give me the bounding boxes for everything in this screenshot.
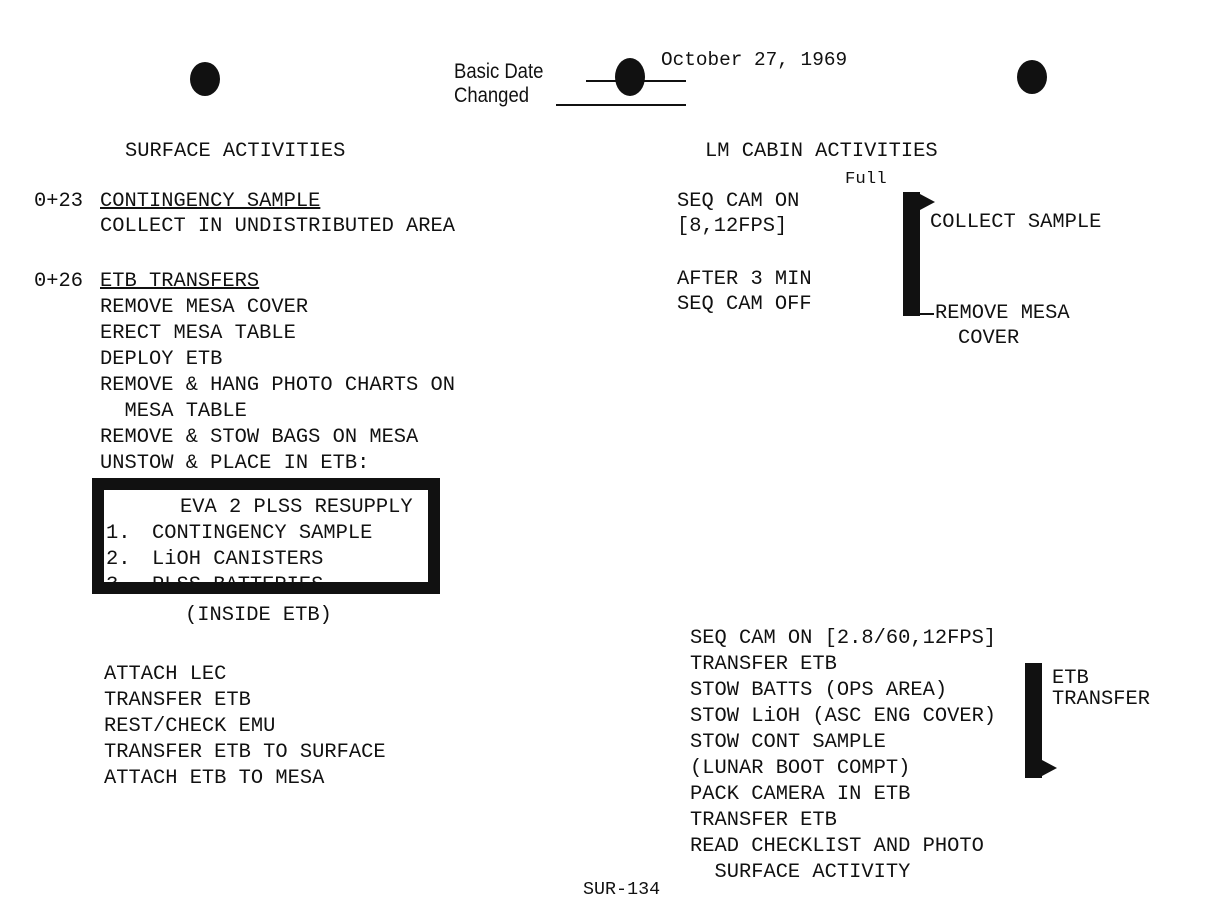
basic-date-label: Basic Date <box>454 60 544 83</box>
after-line: ATTACH ETB TO MESA <box>104 767 325 790</box>
step-line: ERECT MESA TABLE <box>100 322 296 345</box>
box-item-num: 3. <box>106 574 131 597</box>
lm-line: AFTER 3 MIN <box>677 268 812 291</box>
lm-line: STOW CONT SAMPLE <box>690 731 886 754</box>
after-line: REST/CHECK EMU <box>104 715 276 738</box>
step-line: MESA TABLE <box>100 400 247 423</box>
step-line: REMOVE & STOW BAGS ON MESA <box>100 426 419 449</box>
lm-line: SEQ CAM OFF <box>677 293 812 316</box>
step-line: DEPLOY ETB <box>100 348 223 371</box>
lm-line: STOW LiOH (ASC ENG COVER) <box>690 705 997 728</box>
page-number: SUR-134 <box>583 880 661 900</box>
step-time: 0+23 <box>34 190 83 213</box>
changed-line <box>556 104 686 106</box>
after-line: TRANSFER ETB <box>104 689 251 712</box>
box-item-num: 2. <box>106 548 131 571</box>
box-item-num: 1. <box>106 522 131 545</box>
bracket-label: COLLECT SAMPLE <box>930 211 1102 234</box>
flag-icon <box>920 194 935 210</box>
lm-line: SURFACE ACTIVITY <box>690 861 911 884</box>
surface-title: SURFACE ACTIVITIES <box>125 140 346 163</box>
step-line: COLLECT IN UNDISTRIBUTED AREA <box>100 215 456 238</box>
resupply-box <box>92 478 440 594</box>
changed-label: Changed <box>454 84 530 107</box>
box-item: CONTINGENCY SAMPLE <box>152 522 373 545</box>
bracket-label: ETB <box>1052 667 1089 690</box>
step-time: 0+26 <box>34 270 83 293</box>
seal-icon <box>1017 60 1047 94</box>
bracket-label: COVER <box>958 327 1020 350</box>
seal-icon <box>190 62 220 96</box>
step-title: ETB TRANSFERS <box>100 270 260 293</box>
lm-line: TRANSFER ETB <box>690 809 837 832</box>
step-line: REMOVE MESA COVER <box>100 296 309 319</box>
basic-date-value: October 27, 1969 <box>661 49 848 71</box>
after-line: ATTACH LEC <box>104 663 227 686</box>
lm-line: TRANSFER ETB <box>690 653 837 676</box>
step-line: REMOVE & HANG PHOTO CHARTS ON <box>100 374 456 397</box>
step-line: UNSTOW & PLACE IN ETB: <box>100 452 370 475</box>
bracket-bar <box>1025 663 1042 778</box>
flag-icon <box>1042 760 1057 776</box>
lm-line: SEQ CAM ON <box>677 190 800 213</box>
lm-title: LM CABIN ACTIVITIES <box>705 140 938 163</box>
lm-line: STOW BATTS (OPS AREA) <box>690 679 948 702</box>
box-item: LiOH CANISTERS <box>152 548 324 571</box>
lm-line: PACK CAMERA IN ETB <box>690 783 911 806</box>
box-note: (INSIDE ETB) <box>185 604 332 627</box>
lm-line: SEQ CAM ON [2.8/60,12FPS] <box>690 627 997 650</box>
full-label: Full <box>845 170 887 189</box>
bracket-label: TRANSFER <box>1052 688 1150 711</box>
box-title: EVA 2 PLSS RESUPPLY <box>180 496 413 519</box>
lm-line: READ CHECKLIST AND PHOTO <box>690 835 984 858</box>
bracket-tick <box>920 313 934 315</box>
seal-icon <box>615 58 645 96</box>
lm-line: [8,12FPS] <box>677 215 788 238</box>
after-line: TRANSFER ETB TO SURFACE <box>104 741 386 764</box>
step-title: CONTINGENCY SAMPLE <box>100 190 321 213</box>
bracket-bar <box>903 192 920 316</box>
lm-line: (LUNAR BOOT COMPT) <box>690 757 911 780</box>
bracket-label: REMOVE MESA <box>935 302 1070 325</box>
box-item: PLSS BATTERIES <box>152 574 324 597</box>
